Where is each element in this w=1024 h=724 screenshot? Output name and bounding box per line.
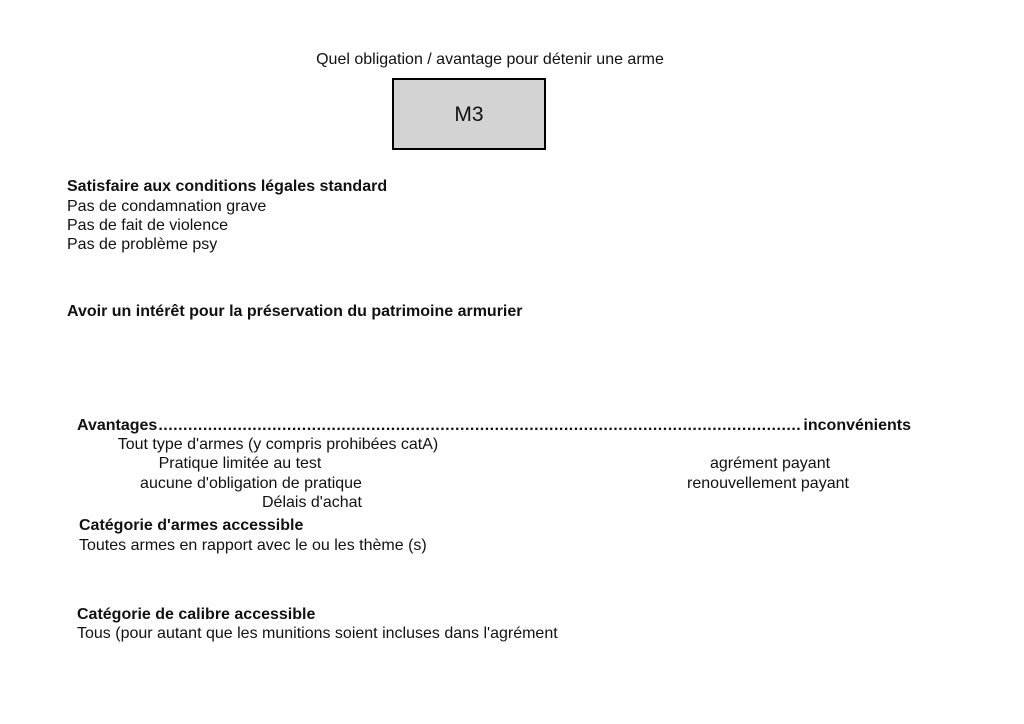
condition-item: Pas de fait de violence bbox=[67, 217, 228, 234]
calibre-heading: Catégorie de calibre accessible bbox=[77, 606, 316, 623]
disadvantages-heading: inconvénients bbox=[803, 417, 911, 434]
comparison-header: Avantages ..............................… bbox=[77, 416, 911, 435]
dot-leader: ........................................… bbox=[158, 417, 802, 434]
conditions-heading: Satisfaire aux conditions légales standa… bbox=[67, 178, 388, 195]
disadvantage-item: renouvellement payant bbox=[687, 475, 849, 492]
condition-item: Pas de problème psy bbox=[67, 236, 218, 253]
condition-item: Pas de condamnation grave bbox=[67, 198, 267, 215]
advantage-item: aucune d'obligation de pratique bbox=[140, 475, 362, 492]
interest-statement: Avoir un intérêt pour la préservation du… bbox=[67, 303, 523, 320]
advantage-item: Pratique limitée au test bbox=[158, 455, 322, 472]
advantage-item: Délais d'achat bbox=[262, 494, 362, 511]
advantages-heading: Avantages bbox=[77, 417, 158, 434]
page-title: Quel obligation / avantage pour détenir … bbox=[316, 51, 664, 68]
calibre-text: Tous (pour autant que les munitions soie… bbox=[77, 625, 558, 642]
weapons-text: Toutes armes en rapport avec le ou les t… bbox=[79, 537, 427, 554]
weapons-heading: Catégorie d'armes accessible bbox=[79, 517, 304, 534]
code-box: M3 bbox=[392, 78, 546, 150]
advantage-item: Tout type d'armes (y compris prohibées c… bbox=[117, 436, 439, 453]
disadvantage-item: agrément payant bbox=[709, 455, 831, 472]
